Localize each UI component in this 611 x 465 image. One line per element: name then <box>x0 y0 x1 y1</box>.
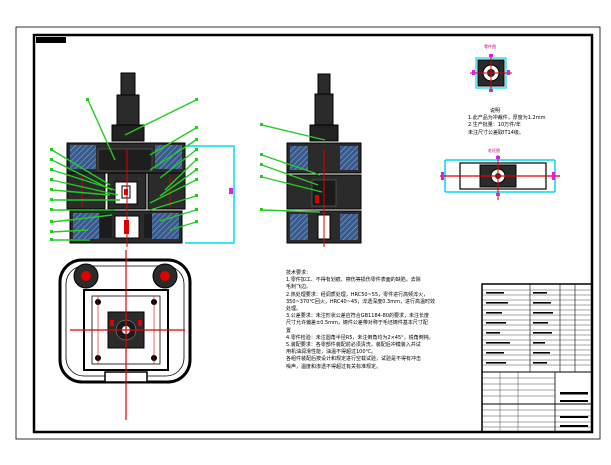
right-notes-line: 未注尺寸公差取IT14级。 <box>468 129 524 136</box>
right-notes-line: 2.生产批量：10万件/年 <box>468 122 521 129</box>
tech-req-line: 尺寸允许偏差±0.5mm，铸件公差带对称于毛坯铸件基本尺寸配 <box>286 320 428 327</box>
tech-req-line: 用机油润滑性能，油温不得超过100℃。 <box>286 349 377 356</box>
tech-req-title: 技术要求： <box>286 270 312 276</box>
tech-req-line: 4.零件检验：未注圆角半径R5，未注倒角均为2×45°，锐角倒钝。 <box>286 334 434 341</box>
right-notes: 说明 1.此产品为冲裁件，厚度为1.2mm 2.生产批量：10万件/年 未注尺寸… <box>468 108 545 137</box>
right-notes-title: 说明 <box>490 108 501 114</box>
tech-req-line: 各组件装配后按设计和规定进行空载试验，试验是不得有冲击 <box>286 356 422 363</box>
technical-requirements: 技术要求： 1.零件加工、不得有划痕、擦伤等损伤零件表面的缺陷，去除 毛刺飞边。… <box>286 270 435 371</box>
tech-req-line: 置 <box>286 327 292 334</box>
tech-req-line: 1.零件加工、不得有划痕、擦伤等损伤零件表面的缺陷，去除 <box>286 277 421 284</box>
side-view <box>260 73 362 247</box>
part-view <box>470 54 512 92</box>
tech-req-line: 毛刺飞边。 <box>286 284 312 291</box>
corner-tag <box>36 37 66 43</box>
blank-view <box>440 155 560 200</box>
right-notes-line: 1.此产品为冲裁件，厚度为1.2mm <box>468 115 546 122</box>
blank-view-label: 毛坯图 <box>488 148 500 153</box>
front-view <box>50 72 235 247</box>
tech-req-line: 350~370℃回火，HRC40~45，淬透深度0.3mm，进行高温时效 <box>286 298 435 305</box>
top-view <box>58 250 192 420</box>
title-block-ticks <box>486 292 588 427</box>
title-block-rows <box>482 289 592 432</box>
tech-req-line: 处理。 <box>286 306 302 313</box>
title-block <box>481 283 593 433</box>
tech-req-line: 3.公差要求：未注形状公差应符合GB1184-80的要求，未注长度 <box>286 313 429 320</box>
tech-req-line: 噪声，温度和渗透不得超过有关标准规定。 <box>286 363 382 370</box>
tech-req-line: 5.装配要求：各零部件装配前必须清洗，装配后冲模装入并试 <box>286 342 421 349</box>
inner-frame <box>32 33 594 434</box>
outer-frame <box>15 26 601 440</box>
part-view-label: 零件图 <box>484 44 496 49</box>
tech-req-line: 2.热处理要求：经调质处理，HRC50~55，零件进行高频淬火， <box>286 291 429 298</box>
